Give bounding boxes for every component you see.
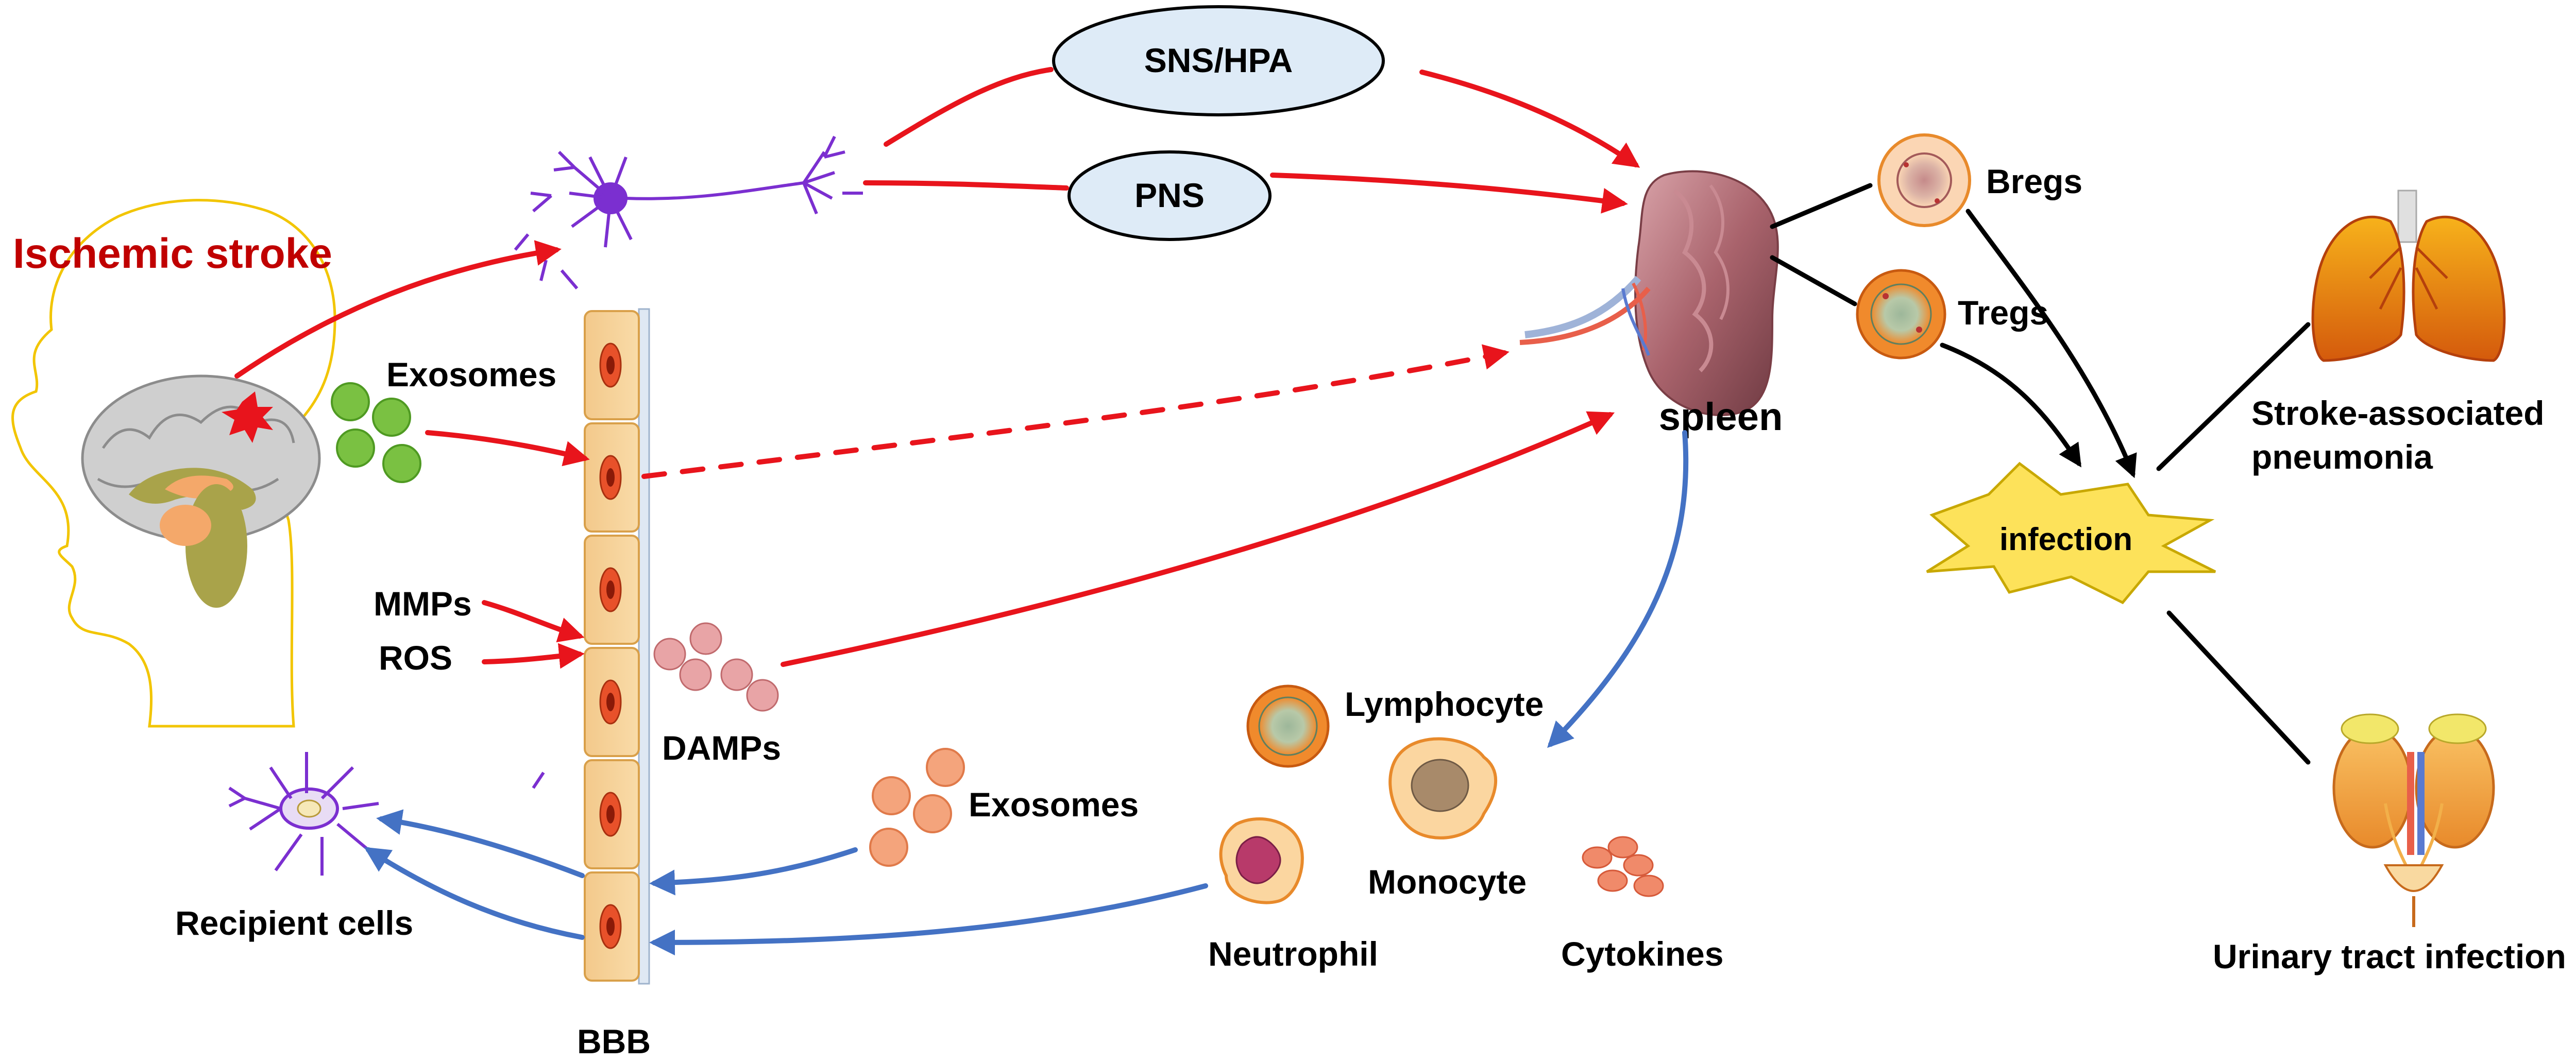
arrow-neuron-to-pns	[863, 180, 1069, 191]
label-tregs: Tregs	[1958, 294, 2048, 332]
arrow-bbb-dashed-to-spleen	[641, 344, 1510, 479]
brain-head-icon	[11, 199, 336, 728]
spleen-label: spleen	[1659, 395, 1783, 439]
arrow-mmps-to-bbb	[482, 600, 585, 643]
sns-hpa-node: SNS/HPA	[1052, 5, 1385, 116]
spleen-icon: spleen	[1519, 170, 1783, 439]
pns-label: PNS	[1134, 176, 1205, 214]
lymphocyte-icon	[1246, 684, 1330, 768]
arrow-neuron-to-snshpa	[884, 67, 1054, 147]
label-pneumonia-line1: Stroke-associated	[2251, 394, 2545, 432]
lung-icon	[2311, 190, 2506, 362]
label-mmps: MMPs	[374, 585, 472, 623]
red-arrows	[234, 67, 1640, 669]
bbb-endothelial-cell	[584, 759, 640, 869]
infection-node: infection	[1926, 461, 2216, 605]
cytokines-icon	[1582, 836, 1664, 897]
label-uti: Urinary tract infection	[2213, 937, 2566, 975]
label-exosomes-top: Exosomes	[386, 355, 556, 393]
label-lymphocyte: Lymphocyte	[1345, 685, 1544, 723]
treg-cell-icon	[1856, 269, 1946, 359]
kidney-icon	[2332, 713, 2495, 927]
breg-cell-icon	[1877, 133, 1971, 227]
bbb-endothelial-cell	[584, 647, 640, 757]
neutrophil-icon	[1219, 817, 1304, 904]
arrow-bbb-to-recipient-2	[364, 847, 585, 940]
astrocyte-icon	[228, 752, 545, 876]
arrow-stroke-to-neuron	[234, 240, 562, 379]
blue-arrows	[364, 430, 1689, 955]
black-lines	[1770, 183, 2311, 765]
pns-node: PNS	[1067, 150, 1272, 241]
label-pneumonia-line2: pneumonia	[2251, 438, 2433, 476]
arrow-damps-to-spleen	[781, 411, 1615, 667]
arrow-exosomes-to-bbb-bottom	[649, 847, 858, 896]
infection-label: infection	[1999, 522, 2132, 557]
orange-exosomes	[869, 748, 965, 867]
green-exosomes	[331, 382, 421, 483]
label-neutrophil: Neutrophil	[1208, 935, 1378, 973]
title-ischemic-stroke: Ischemic stroke	[13, 230, 332, 277]
label-ros: ROS	[379, 639, 452, 677]
damps-icon	[653, 622, 779, 712]
arrow-pns-to-spleen	[1270, 173, 1628, 214]
bbb-endothelial-cell	[584, 310, 640, 420]
monocyte-icon	[1388, 737, 1498, 840]
bbb-endothelial-cell	[584, 422, 640, 533]
sns-hpa-label: SNS/HPA	[1144, 41, 1293, 79]
label-recipient-cells: Recipient cells	[175, 904, 413, 942]
label-bregs: Bregs	[1986, 162, 2082, 200]
arrow-spleen-to-immune	[1547, 430, 1689, 748]
bbb-endothelial-cell	[584, 871, 640, 982]
bbb-cell-wall-icon	[584, 308, 650, 985]
arrow-ros-to-bbb	[482, 643, 585, 669]
arrow-neutrophil-to-bbb	[649, 883, 1208, 955]
arrow-exosomes-to-bbb	[425, 430, 590, 467]
label-exosomes-bottom: Exosomes	[969, 785, 1139, 824]
label-cytokines: Cytokines	[1561, 935, 1723, 973]
arrow-bbb-to-recipient-1	[376, 809, 585, 878]
neuron-icon	[514, 135, 863, 289]
arrow-snshpa-to-spleen	[1419, 70, 1640, 168]
label-damps: DAMPs	[662, 729, 781, 767]
label-bbb: BBB	[577, 1022, 651, 1060]
label-monocyte: Monocyte	[1368, 863, 1527, 901]
bbb-endothelial-cell	[584, 535, 640, 645]
